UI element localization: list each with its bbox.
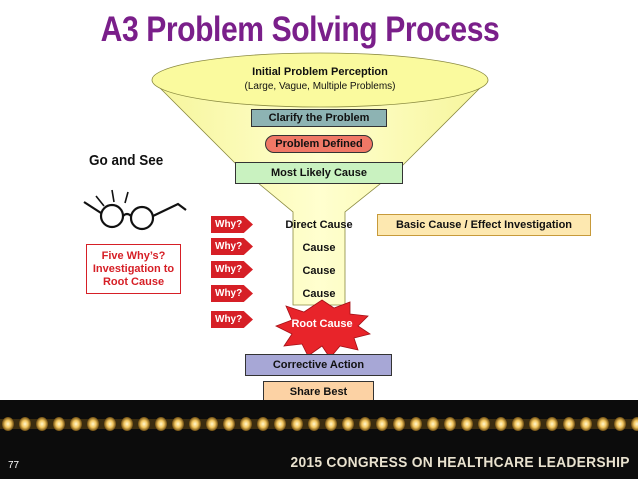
- marquee-bulb: [104, 417, 116, 431]
- footer-banner: [0, 400, 638, 479]
- marquee-bulb: [597, 417, 609, 431]
- marquee-bulb: [631, 417, 638, 431]
- marquee-bulb: [138, 417, 150, 431]
- marquee-bulb: [393, 417, 405, 431]
- marquee-bulb: [478, 417, 490, 431]
- marquee-bulb: [410, 417, 422, 431]
- corrective-action-box: Corrective Action: [245, 354, 392, 376]
- marquee-lights: [0, 417, 638, 431]
- why-tag: Why?: [211, 261, 253, 278]
- page-title: A3 Problem Solving Process: [100, 10, 500, 49]
- marquee-bulb: [240, 417, 252, 431]
- marquee-bulb: [359, 417, 371, 431]
- marquee-bulb: [614, 417, 626, 431]
- marquee-bulb: [87, 417, 99, 431]
- marquee-bulb: [529, 417, 541, 431]
- marquee-bulb: [2, 417, 14, 431]
- marquee-bulb: [580, 417, 592, 431]
- marquee-bulb: [325, 417, 337, 431]
- marquee-bulb: [444, 417, 456, 431]
- marquee-bulb: [342, 417, 354, 431]
- marquee-bulb: [189, 417, 201, 431]
- marquee-bulb: [495, 417, 507, 431]
- why-tag: Why?: [211, 216, 253, 233]
- cause-label: Cause: [302, 242, 336, 254]
- marquee-bulb: [563, 417, 575, 431]
- marquee-bulb: [461, 417, 473, 431]
- why-tag: Why?: [211, 285, 253, 302]
- eyeglasses-icon: [83, 189, 187, 231]
- footer-banner-text: 2015 CONGRESS ON HEALTHCARE LEADERSHIP: [290, 454, 630, 471]
- why-tag: Why?: [211, 238, 253, 255]
- marquee-bulb: [70, 417, 82, 431]
- go-and-see-label: Go and See: [89, 152, 164, 169]
- marquee-bulb: [291, 417, 303, 431]
- root-cause-label: Root Cause: [291, 318, 353, 330]
- basic-cause-box: Basic Cause / Effect Investigation: [377, 214, 591, 236]
- problem-defined-box: Problem Defined: [265, 135, 373, 153]
- marquee-bulb: [206, 417, 218, 431]
- slide-number: 77: [8, 460, 20, 471]
- initial-perception-heading: Initial Problem Perception: [252, 66, 388, 78]
- cause-label: Cause: [302, 265, 336, 277]
- five-whys-box: Five Why’s? Investigation to Root Cause: [86, 244, 181, 294]
- marquee-bulb: [36, 417, 48, 431]
- marquee-bulb: [257, 417, 269, 431]
- marquee-bulb: [546, 417, 558, 431]
- marquee-bulb: [172, 417, 184, 431]
- marquee-bulb: [19, 417, 31, 431]
- marquee-bulb: [155, 417, 167, 431]
- marquee-bulb: [512, 417, 524, 431]
- most-likely-cause-box: Most Likely Cause: [235, 162, 403, 184]
- marquee-bulb: [121, 417, 133, 431]
- marquee-bulb: [427, 417, 439, 431]
- cause-label: Cause: [302, 288, 336, 300]
- why-tag: Why?: [211, 311, 253, 328]
- funnel-rim: [151, 52, 489, 108]
- clarify-problem-box: Clarify the Problem: [251, 109, 387, 127]
- direct-cause-label: Direct Cause: [285, 219, 353, 231]
- marquee-bulb: [376, 417, 388, 431]
- marquee-bulb: [274, 417, 286, 431]
- initial-perception-subheading: (Large, Vague, Multiple Problems): [244, 81, 396, 92]
- marquee-bulb: [223, 417, 235, 431]
- marquee-bulb: [53, 417, 65, 431]
- marquee-bulb: [308, 417, 320, 431]
